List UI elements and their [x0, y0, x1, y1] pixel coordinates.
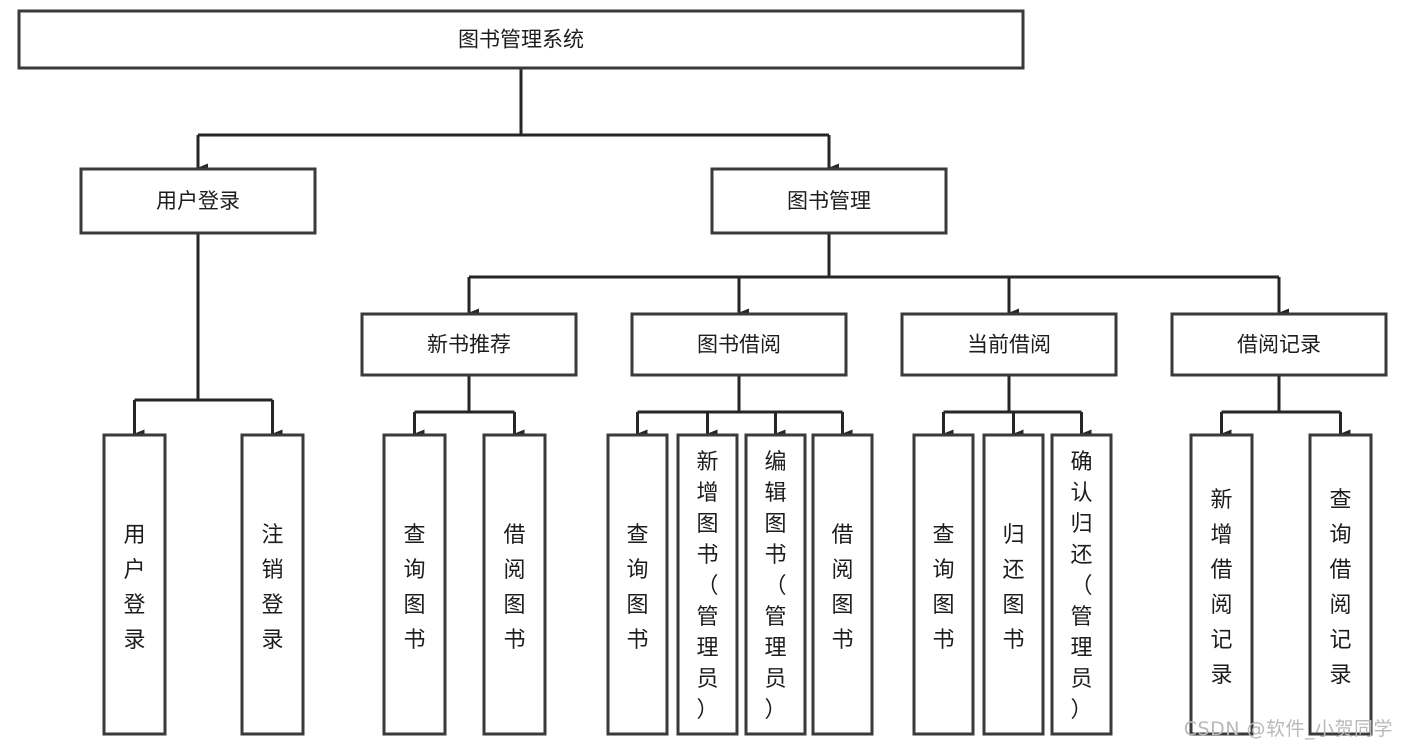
node-l3-2-label: 当前借阅 — [967, 333, 1051, 357]
connector-layer — [133, 68, 1351, 439]
node-leaf-3-rect[interactable] — [482, 433, 547, 736]
node-l3-1-label: 图书借阅 — [697, 333, 781, 357]
node-leaf-8-label: 查询图书 — [932, 523, 954, 653]
node-leaf-12-label: 查询借阅记录 — [1329, 488, 1351, 688]
node-root[interactable]: 图书管理系统 — [17, 9, 1025, 70]
node-leaf-6[interactable]: 编辑图书（管理员） — [744, 433, 807, 736]
node-root-label: 图书管理系统 — [458, 28, 584, 52]
node-leaf-0-rect[interactable] — [102, 433, 167, 736]
node-leaf-7[interactable]: 借阅图书 — [811, 433, 874, 736]
csdn-watermark: CSDN @软件_小贺同学 — [1183, 718, 1393, 740]
node-leaf-7-label: 借阅图书 — [831, 523, 853, 653]
node-l2-1-rect[interactable] — [710, 167, 948, 235]
node-root-rect[interactable] — [17, 9, 1025, 70]
node-l3-3[interactable]: 借阅记录 — [1170, 312, 1388, 377]
node-leaf-5[interactable]: 新增图书（管理员） — [676, 433, 739, 736]
node-leaf-2[interactable]: 查询图书 — [382, 433, 447, 736]
node-leaf-9-rect[interactable] — [982, 433, 1045, 736]
node-l3-1-rect[interactable] — [630, 312, 848, 377]
node-leaf-1[interactable]: 注销登录 — [240, 433, 305, 736]
node-leaf-9[interactable]: 归还图书 — [982, 433, 1045, 736]
node-leaf-11-rect[interactable] — [1189, 433, 1254, 736]
node-leaf-12[interactable]: 查询借阅记录 — [1308, 433, 1373, 736]
node-l3-2-rect[interactable] — [900, 312, 1118, 377]
node-leaf-11[interactable]: 新增借阅记录 — [1189, 433, 1254, 736]
node-leaf-3-label: 借阅图书 — [503, 523, 525, 653]
node-leaf-9-label: 归还图书 — [1002, 523, 1024, 653]
node-leaf-6-label: 编辑图书（管理员） — [764, 450, 786, 723]
node-l2-0[interactable]: 用户登录 — [79, 167, 317, 235]
node-l2-0-label: 用户登录 — [156, 189, 240, 213]
node-l2-1-label: 图书管理 — [787, 189, 871, 213]
node-l3-3-rect[interactable] — [1170, 312, 1388, 377]
node-layer: 图书管理系统用户登录图书管理新书推荐图书借阅当前借阅借阅记录用户登录注销登录查询… — [17, 9, 1388, 736]
node-leaf-5-rect[interactable] — [676, 433, 739, 736]
node-l3-0-label: 新书推荐 — [427, 333, 511, 357]
node-leaf-8[interactable]: 查询图书 — [912, 433, 975, 736]
node-leaf-4-rect[interactable] — [606, 433, 669, 736]
node-leaf-12-rect[interactable] — [1308, 433, 1373, 736]
node-leaf-2-label: 查询图书 — [403, 523, 425, 653]
node-leaf-3[interactable]: 借阅图书 — [482, 433, 547, 736]
node-leaf-5-label: 新增图书（管理员） — [696, 450, 718, 723]
node-leaf-4-label: 查询图书 — [626, 523, 648, 653]
node-leaf-10-label: 确认归还（管理员） — [1070, 450, 1092, 723]
node-leaf-1-label: 注销登录 — [261, 523, 283, 653]
node-leaf-6-rect[interactable] — [744, 433, 807, 736]
node-l3-0[interactable]: 新书推荐 — [360, 312, 578, 377]
node-leaf-0-label: 用户登录 — [123, 523, 145, 653]
node-l3-0-rect[interactable] — [360, 312, 578, 377]
node-l2-1[interactable]: 图书管理 — [710, 167, 948, 235]
node-l3-2[interactable]: 当前借阅 — [900, 312, 1118, 377]
node-l3-1[interactable]: 图书借阅 — [630, 312, 848, 377]
node-leaf-2-rect[interactable] — [382, 433, 447, 736]
node-leaf-10-rect[interactable] — [1050, 433, 1113, 736]
node-leaf-0[interactable]: 用户登录 — [102, 433, 167, 736]
node-leaf-4[interactable]: 查询图书 — [606, 433, 669, 736]
node-l3-3-label: 借阅记录 — [1237, 333, 1321, 357]
node-leaf-11-label: 新增借阅记录 — [1210, 488, 1232, 688]
node-leaf-8-rect[interactable] — [912, 433, 975, 736]
node-leaf-10[interactable]: 确认归还（管理员） — [1050, 433, 1113, 736]
node-leaf-7-rect[interactable] — [811, 433, 874, 736]
node-leaf-1-rect[interactable] — [240, 433, 305, 736]
node-l2-0-rect[interactable] — [79, 167, 317, 235]
